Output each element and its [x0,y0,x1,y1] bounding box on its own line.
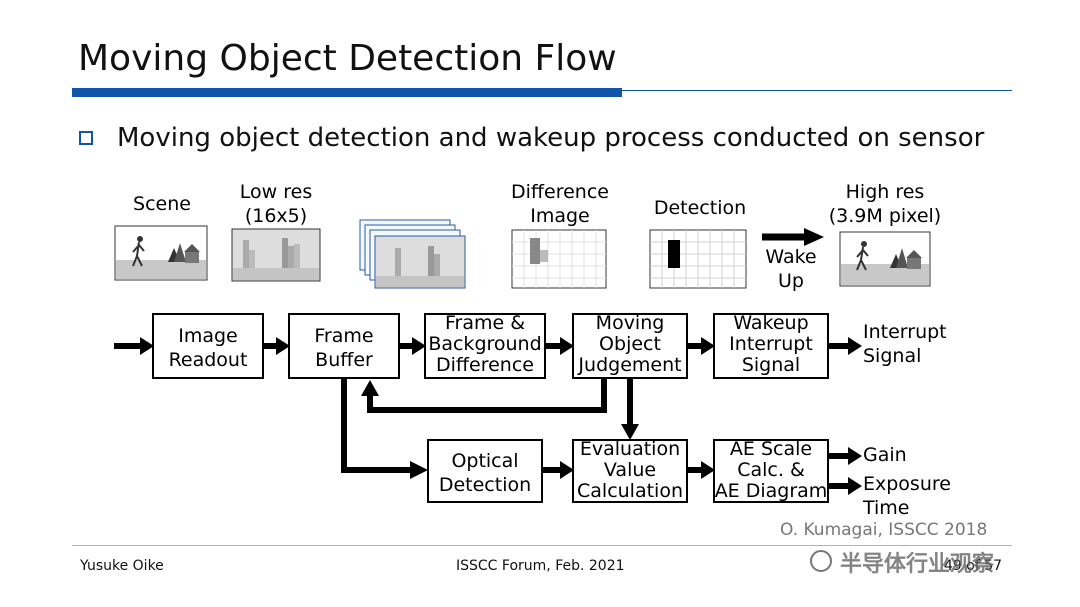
wakeup-interrupt-label: Wakeup Interrupt Signal [729,312,813,376]
footer-divider [72,545,1012,546]
optical-detection-label: Optical Detection [438,450,532,496]
watermark: 半导体行业观察 [840,552,995,577]
detection-image [649,229,747,289]
frame-bg-diff-block [424,313,546,379]
citation: O. Kumagai, ISSCC 2018 [780,520,988,540]
ae-scale-label: AE Scale Calc. & AE Diagram [714,438,828,502]
bullet-square-icon [79,131,93,145]
footer-author: Yusuke Oike [80,558,164,574]
frame-buffer-label: Frame Buffer [314,325,374,371]
scene-image [114,225,208,281]
feedback-arrow [367,378,607,413]
gain-output: Gain [863,444,907,466]
arrow-buffer-optical [341,378,412,473]
exposure-time-output: Exposure Time [863,473,951,519]
wake-up-label: Wake Up [765,246,817,292]
interrupt-signal-output: Interrupt Signal [863,321,947,367]
wake-up-arrow [762,228,824,246]
high-res-image [839,231,931,287]
difference-image-label: Difference Image [511,181,609,227]
wechat-icon [810,550,832,572]
frame-bg-diff-label: Frame & Background Difference [428,312,542,376]
difference-image [511,229,607,289]
footer-page-number: 49 of 57 [944,558,1003,574]
ae-scale-block [713,439,829,503]
footer-event: ISSCC Forum, Feb. 2021 [456,558,625,574]
detection-label: Detection [653,197,747,219]
moving-object-label: Moving Object Judgement [578,312,682,376]
title-underline-thin [622,90,1012,91]
optical-detection-block [427,439,543,503]
frame-stack-image [359,219,466,289]
scene-label: Scene [133,193,191,215]
bullet-text: Moving object detection and wakeup proce… [117,123,985,153]
image-readout-block [152,313,264,379]
evaluation-value-block [572,439,688,503]
evaluation-value-label: Evaluation Value Calculation [577,438,683,502]
low-res-image [231,228,321,282]
high-res-label: High res (3.9M pixel) [828,181,942,227]
image-readout-label: Image Readout [168,325,248,371]
slide-title: Moving Object Detection Flow [78,38,617,79]
low-res-label: Low res (16x5) [239,181,313,227]
title-underline [72,88,622,97]
